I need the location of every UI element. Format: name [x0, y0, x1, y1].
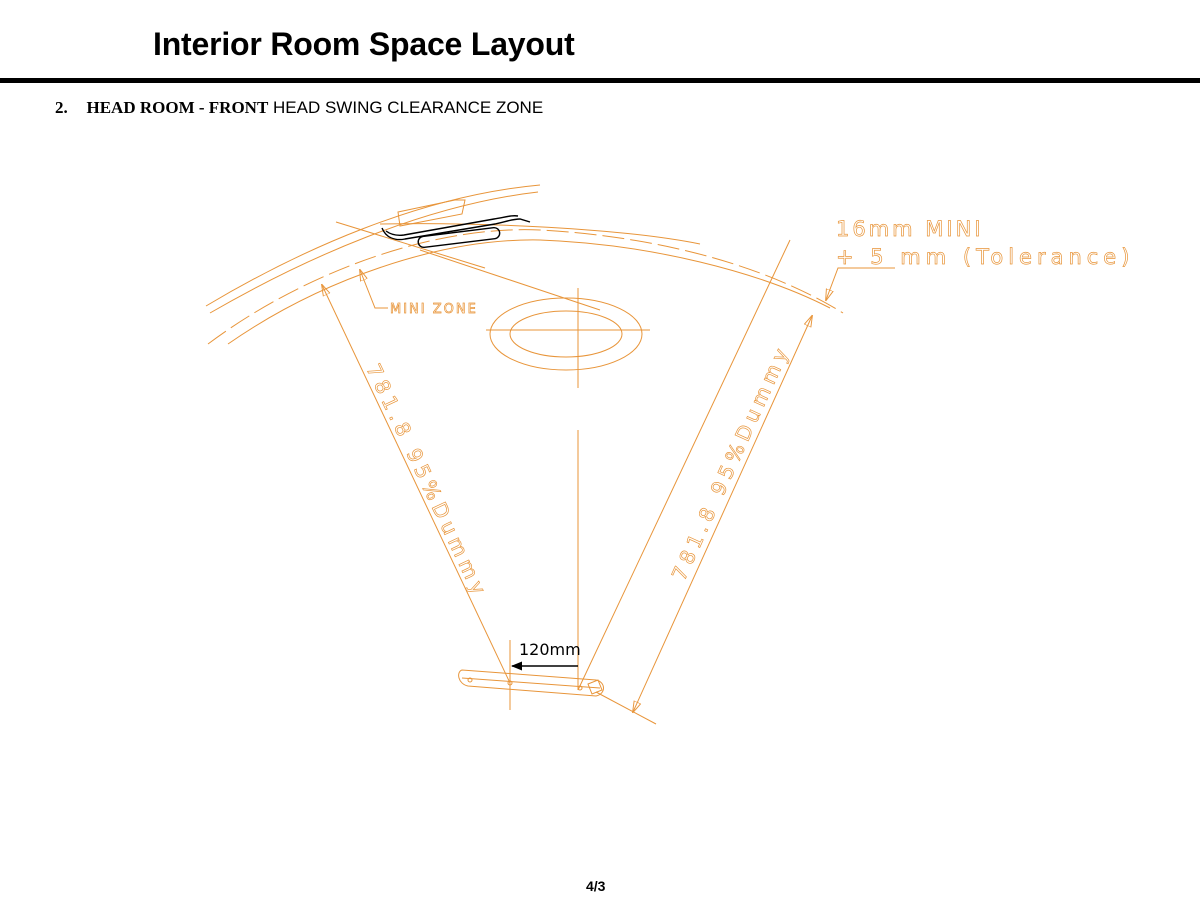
min-zone-label: MINI ZONE	[390, 302, 478, 317]
pivot-point-left	[467, 677, 473, 683]
section-label: HEAD SWING CLEARANCE ZONE	[273, 98, 544, 117]
min-zone-leader	[360, 270, 388, 309]
center-reference	[509, 430, 579, 710]
dim-right-line	[633, 316, 812, 712]
clearance-leader	[826, 267, 895, 300]
dim-right-ext-bottom	[595, 691, 657, 725]
dim-left-label: 781.8 95%Dummy	[361, 360, 493, 603]
clearance-note-group: 16mm MINI + 5 mm (Tolerance)	[826, 217, 1134, 300]
head-ellipse-inner	[509, 310, 623, 358]
roof-console-bar	[417, 226, 501, 249]
pivot-point-right	[577, 685, 583, 691]
section-label-bold: HEAD ROOM - FRONT	[86, 98, 269, 117]
roof-console-outline	[381, 218, 531, 241]
seat-pivot	[458, 669, 604, 697]
headliner-line-outer	[379, 223, 701, 245]
headliner-solid-line	[227, 239, 831, 345]
offset-label: 120mm	[519, 640, 581, 659]
roof-inner-line	[209, 191, 539, 314]
roof-console-outline-inner	[385, 215, 519, 236]
title-divider	[0, 78, 1200, 83]
pivot-point-center	[507, 680, 513, 686]
dim-right-label: 781.8 95%Dummy	[667, 340, 795, 584]
leader-to-ellipse	[419, 249, 601, 311]
pivot-end-cap	[587, 679, 603, 695]
roof-outline	[205, 184, 844, 345]
dimension-left: 781.8 95%Dummy	[322, 285, 511, 684]
offset-dimension: 120mm	[510, 640, 581, 671]
page-number: 4/3	[586, 878, 606, 894]
clearance-label-line1: 16mm MINI	[836, 217, 984, 241]
dimension-right: 781.8 95%Dummy	[577, 239, 812, 725]
dim-left-line	[322, 285, 511, 684]
section-number: 2.	[55, 98, 68, 117]
leader-upper	[335, 221, 486, 269]
roof-outer-line	[205, 184, 541, 307]
dim-right-extension	[577, 239, 791, 691]
clearance-label-line2: + 5 mm (Tolerance)	[836, 245, 1134, 269]
pivot-bar	[458, 669, 604, 697]
page-title: Interior Room Space Layout	[153, 26, 575, 62]
section-heading: 2. HEAD ROOM - FRONT HEAD SWING CLEARANC…	[55, 98, 543, 118]
head-zone-ellipses	[335, 221, 650, 388]
headliner-dashed-line	[207, 229, 844, 345]
roof-console-housing	[397, 199, 466, 227]
head-ellipse-outer	[489, 297, 643, 371]
pivot-bar-centerline	[461, 677, 601, 689]
roof-console	[381, 199, 531, 249]
min-zone-label-group: MINI ZONE	[360, 270, 478, 317]
